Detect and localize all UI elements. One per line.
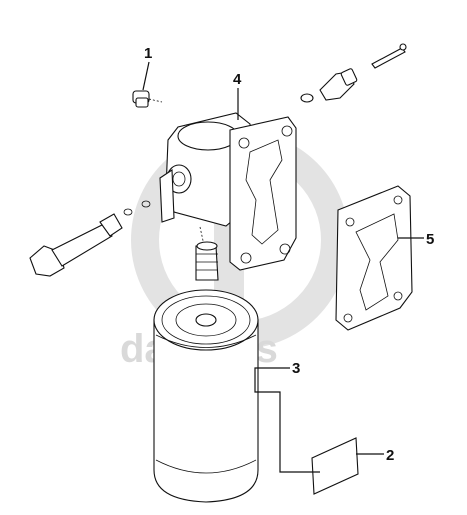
- part-4-filter-head: [159, 112, 297, 271]
- callout-5: 5: [426, 231, 434, 248]
- callout-4: 4: [233, 71, 242, 88]
- leader-1: [142, 61, 150, 91]
- part-2-label-plate: [311, 437, 359, 495]
- callout-3: 3: [292, 360, 300, 377]
- part-3-filter-cartridge: [153, 289, 259, 503]
- callout-1: 1: [144, 45, 152, 62]
- part-5-gasket: [335, 185, 413, 331]
- callout-2: 2: [386, 447, 394, 464]
- valve-plunger: [29, 200, 151, 277]
- threaded-nipple: [195, 241, 219, 281]
- leader-lines: [142, 61, 424, 473]
- leader-3: [254, 367, 320, 473]
- part-1-bolt: [132, 90, 163, 108]
- part-4-fitting: [300, 43, 407, 103]
- callout-labels: 1 2 3 4 5: [144, 45, 434, 464]
